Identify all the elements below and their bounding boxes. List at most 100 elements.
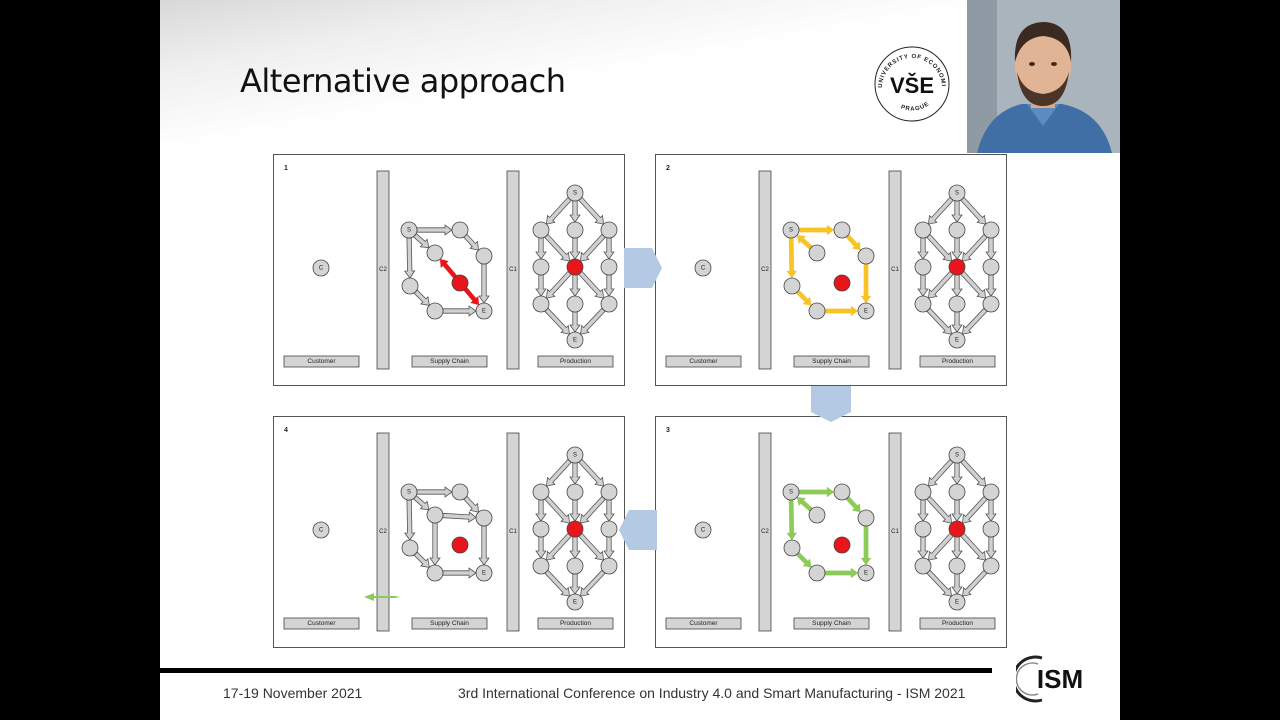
production-edge	[960, 270, 987, 299]
supply_chain-zone-label: Supply Chain	[430, 358, 469, 365]
supply-node-label: E	[482, 571, 486, 577]
flow-arrow-left	[619, 510, 657, 550]
svg-text:PRAGUE: PRAGUE	[900, 101, 931, 113]
customer-node-label: C	[701, 266, 706, 272]
barrier-c2	[758, 432, 772, 632]
presentation-slide: Alternative approach UNIVERSITY OF ECONO…	[160, 0, 1120, 720]
production-zone-label: Production	[560, 620, 591, 627]
production-node	[948, 258, 966, 276]
production-node	[566, 331, 584, 349]
production-edge	[985, 237, 997, 260]
supply-node	[782, 221, 800, 239]
production-edge	[535, 536, 547, 559]
supply-edge	[416, 486, 453, 498]
supply-node	[833, 274, 851, 292]
supply-node	[451, 221, 469, 239]
production-edge	[603, 237, 615, 260]
supply-edge	[429, 522, 441, 566]
production-edge	[535, 274, 547, 297]
production-node	[532, 520, 550, 538]
supply-node	[808, 564, 826, 582]
customer-node-label: C	[319, 266, 324, 272]
highlighted-edge	[798, 224, 835, 236]
production-edge	[951, 237, 963, 260]
supply_chain-zone-label-box	[411, 355, 488, 368]
logo-mark-text: VŠE	[890, 73, 934, 98]
supply_chain-zone-label: Supply Chain	[812, 358, 851, 365]
supply-node	[783, 539, 801, 557]
production-edge	[961, 495, 988, 524]
production-edge	[926, 569, 952, 597]
footer-conference: 3rd International Conference on Industry…	[458, 685, 966, 701]
production-edge	[579, 495, 606, 524]
production-edge	[951, 274, 963, 297]
production-node	[566, 446, 584, 464]
highlighted-edge	[824, 567, 859, 579]
production-edge	[985, 499, 997, 522]
production-node	[566, 258, 584, 276]
supply-node	[400, 221, 418, 239]
production-node	[914, 221, 932, 239]
barrier-c1-label: C1	[891, 529, 899, 535]
production-node	[982, 483, 1000, 501]
production-edge	[603, 274, 615, 297]
production-node	[566, 295, 584, 313]
supply-edge	[478, 263, 490, 304]
production-node	[948, 557, 966, 575]
production-edge	[985, 274, 997, 297]
production-edge	[926, 495, 953, 524]
production-edge	[535, 237, 547, 260]
production-edge	[569, 462, 581, 485]
barrier-c1-label: C1	[891, 267, 899, 273]
supply-edge	[413, 289, 430, 306]
production-node	[914, 295, 932, 313]
production-node-label: S	[573, 191, 577, 197]
production-edge	[917, 536, 929, 559]
customer-zone-label: Customer	[689, 358, 718, 365]
supply_chain-zone-label-box	[411, 617, 488, 630]
supply-edge	[416, 224, 453, 236]
supply-node-label: E	[864, 309, 868, 315]
production-edge	[545, 458, 572, 487]
supply_chain-zone-label-box	[793, 355, 870, 368]
ism-logo: ISM	[1016, 655, 1083, 703]
production-node-label: E	[573, 338, 577, 344]
production-node	[532, 483, 550, 501]
production-node	[532, 221, 550, 239]
supply-node	[451, 483, 469, 501]
production-edge	[569, 499, 581, 522]
customer-node	[694, 521, 712, 539]
production-edge	[951, 573, 963, 595]
production-node	[948, 184, 966, 202]
supply-node	[782, 483, 800, 501]
barrier-c2-label: C2	[761, 529, 769, 535]
production-edge	[544, 307, 570, 335]
production-edge	[951, 311, 963, 333]
highlighted-edge	[795, 289, 812, 306]
supply-node	[475, 302, 493, 320]
supply-node	[426, 302, 444, 320]
highlighted-edge	[796, 235, 813, 250]
supply-node	[401, 277, 419, 295]
supply-node	[451, 274, 469, 292]
barrier-c2	[376, 432, 390, 632]
supply-edge	[403, 499, 416, 541]
barrier-c1	[506, 432, 520, 632]
supply-edge	[412, 495, 430, 511]
production-zone-label: Production	[942, 358, 973, 365]
production-node	[914, 557, 932, 575]
supply-node	[426, 564, 444, 582]
supply-node	[783, 277, 801, 295]
barrier-c2	[758, 170, 772, 370]
production-edge	[569, 536, 581, 559]
production-edge	[951, 462, 963, 485]
production-node	[600, 295, 618, 313]
customer-node	[312, 521, 330, 539]
supply-node	[426, 244, 444, 262]
highlighted-edge	[798, 486, 835, 498]
production-edge	[544, 569, 570, 597]
supply_chain-zone-label-box	[793, 617, 870, 630]
production-node	[566, 557, 584, 575]
presenter-webcam	[967, 0, 1120, 153]
